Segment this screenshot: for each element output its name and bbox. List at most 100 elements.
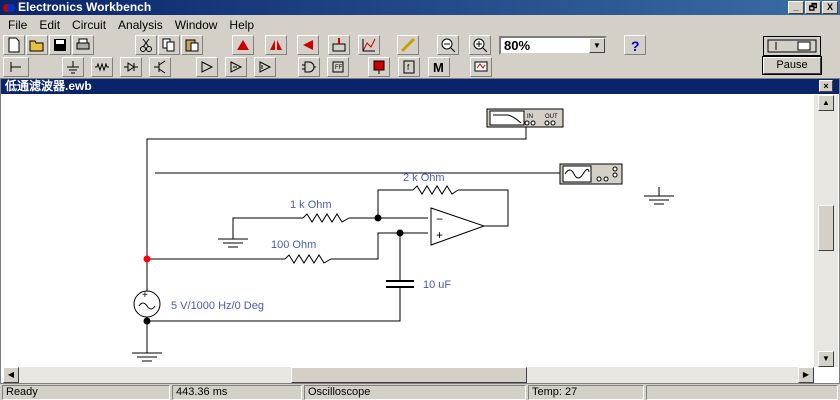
cut-button[interactable] <box>135 35 157 55</box>
favorites-bin-icon <box>10 62 21 72</box>
junction-node-capacitor[interactable] <box>396 229 404 237</box>
power-switch-icon <box>767 39 817 53</box>
title-bar: Electronics Workbench _ 🗗 X <box>0 0 840 15</box>
restore-button[interactable]: 🗗 <box>805 1 821 14</box>
app-title: Electronics Workbench <box>18 0 152 14</box>
bode-plotter[interactable]: IN OUT <box>486 108 564 128</box>
flip-horizontal-icon <box>270 40 282 50</box>
ground-symbol-free[interactable] <box>644 187 674 205</box>
main-toolbar: 80% ▼ ? <box>0 34 840 56</box>
close-button[interactable]: X <box>822 1 838 14</box>
zoom-out-button[interactable] <box>437 35 459 55</box>
capacitor[interactable] <box>386 280 414 288</box>
rotate-icon <box>237 40 249 50</box>
minimize-button[interactable]: _ <box>788 1 804 14</box>
vertical-scroll-thumb[interactable] <box>818 205 834 251</box>
digital-bin-button[interactable]: FF <box>327 57 349 77</box>
vertical-scrollbar[interactable]: ▲ ▼ <box>814 95 838 367</box>
resistor-r1[interactable] <box>412 185 459 195</box>
chevron-down-icon[interactable]: ▼ <box>589 38 605 53</box>
wire-capacitor-branch <box>147 233 401 322</box>
resistor-icon <box>95 62 109 72</box>
sources-bin-button[interactable] <box>62 57 84 77</box>
status-instrument: Oscilloscope <box>304 385 526 400</box>
menu-help[interactable]: Help <box>229 17 255 32</box>
digital-ics-bin-button[interactable] <box>254 57 276 77</box>
menu-analysis[interactable]: Analysis <box>118 17 163 32</box>
copy-button[interactable] <box>158 35 180 55</box>
source-label: 5 V/1000 Hz/0 Deg <box>171 300 264 312</box>
paste-icon <box>185 39 199 52</box>
component-properties-button[interactable] <box>397 35 419 55</box>
menu-file[interactable]: File <box>8 17 28 32</box>
wire-ground-to-r2 <box>232 217 303 234</box>
controls-bin-button[interactable]: f <box>398 57 420 77</box>
zoom-out-icon <box>441 38 456 53</box>
opamp-minus-label: − <box>436 212 443 226</box>
mixed-ic-icon <box>230 61 243 73</box>
document-title-bar: 低通滤波器.ewb × <box>1 79 839 94</box>
save-disk-icon <box>54 39 66 51</box>
instruments-bin-button[interactable] <box>470 57 492 77</box>
flip-horizontal-button[interactable] <box>265 35 287 55</box>
menu-circuit[interactable]: Circuit <box>72 17 107 32</box>
paste-button[interactable] <box>181 35 203 55</box>
resistor-r2[interactable] <box>302 213 350 223</box>
copy-icon <box>162 38 175 52</box>
ac-voltage-source[interactable]: + <box>133 290 161 318</box>
app-logo-icon <box>3 4 15 12</box>
opamp[interactable]: − + <box>430 207 486 246</box>
resistor-r3[interactable] <box>284 254 332 264</box>
help-button[interactable]: ? <box>624 35 646 55</box>
pause-button[interactable]: Pause <box>762 56 822 75</box>
scroll-up-button[interactable]: ▲ <box>818 95 834 111</box>
menu-window[interactable]: Window <box>174 17 218 32</box>
plotter-out-label: OUT <box>545 114 558 120</box>
junction-node-r2-feedback[interactable] <box>374 214 382 222</box>
document-close-button[interactable]: × <box>819 80 833 92</box>
logic-gates-bin-button[interactable] <box>298 57 320 77</box>
resistor-r1-label: 2 k Ohm <box>403 172 445 184</box>
ground-symbol-bottom[interactable] <box>132 349 162 362</box>
menu-edit[interactable]: Edit <box>39 17 61 32</box>
ground-symbol-left[interactable] <box>218 234 248 248</box>
wire-feedback-left <box>377 189 413 218</box>
diodes-bin-button[interactable] <box>120 57 142 77</box>
basic-bin-button[interactable] <box>91 57 113 77</box>
status-state: Ready <box>2 385 170 400</box>
scroll-left-button[interactable]: ◀ <box>3 367 19 383</box>
mixed-ics-bin-button[interactable] <box>225 57 247 77</box>
analog-ics-bin-button[interactable] <box>196 57 218 77</box>
wire-source-to-plotter <box>146 127 527 267</box>
new-file-button[interactable] <box>3 35 25 55</box>
properties-icon <box>400 37 416 53</box>
junction-node-ground[interactable] <box>143 317 151 325</box>
miscellaneous-bin-button[interactable]: M <box>428 57 450 77</box>
indicators-bin-button[interactable] <box>368 57 390 77</box>
document-title: 低通滤波器.ewb <box>5 79 92 93</box>
zoom-in-button[interactable] <box>469 35 491 55</box>
open-folder-icon <box>29 40 44 52</box>
zoom-select[interactable]: 80% ▼ <box>499 36 607 55</box>
circuit-canvas[interactable]: 2 k Ohm 1 k Ohm 100 Ohm 10 uF − + <box>3 95 813 367</box>
flip-vertical-button[interactable] <box>297 35 319 55</box>
parts-bin-favorites-button[interactable] <box>3 57 29 77</box>
save-button[interactable] <box>49 35 71 55</box>
scroll-right-button[interactable]: ▶ <box>798 367 814 383</box>
power-switch[interactable] <box>763 36 821 56</box>
svg-text:f: f <box>407 63 410 72</box>
window-controls: _ 🗗 X <box>788 1 838 14</box>
print-button[interactable] <box>72 35 94 55</box>
subcircuit-button[interactable] <box>328 35 350 55</box>
horizontal-scroll-thumb[interactable] <box>291 367 527 383</box>
graph-button[interactable] <box>358 35 380 55</box>
junction-node-red[interactable] <box>143 255 151 263</box>
oscilloscope[interactable] <box>559 163 623 185</box>
rotate-button[interactable] <box>232 35 254 55</box>
transistors-bin-button[interactable] <box>149 57 171 77</box>
scroll-down-button[interactable]: ▼ <box>818 351 834 367</box>
open-file-button[interactable] <box>26 35 48 55</box>
horizontal-scrollbar[interactable]: ◀ ▶ <box>3 367 814 383</box>
analog-ic-icon <box>201 61 214 73</box>
